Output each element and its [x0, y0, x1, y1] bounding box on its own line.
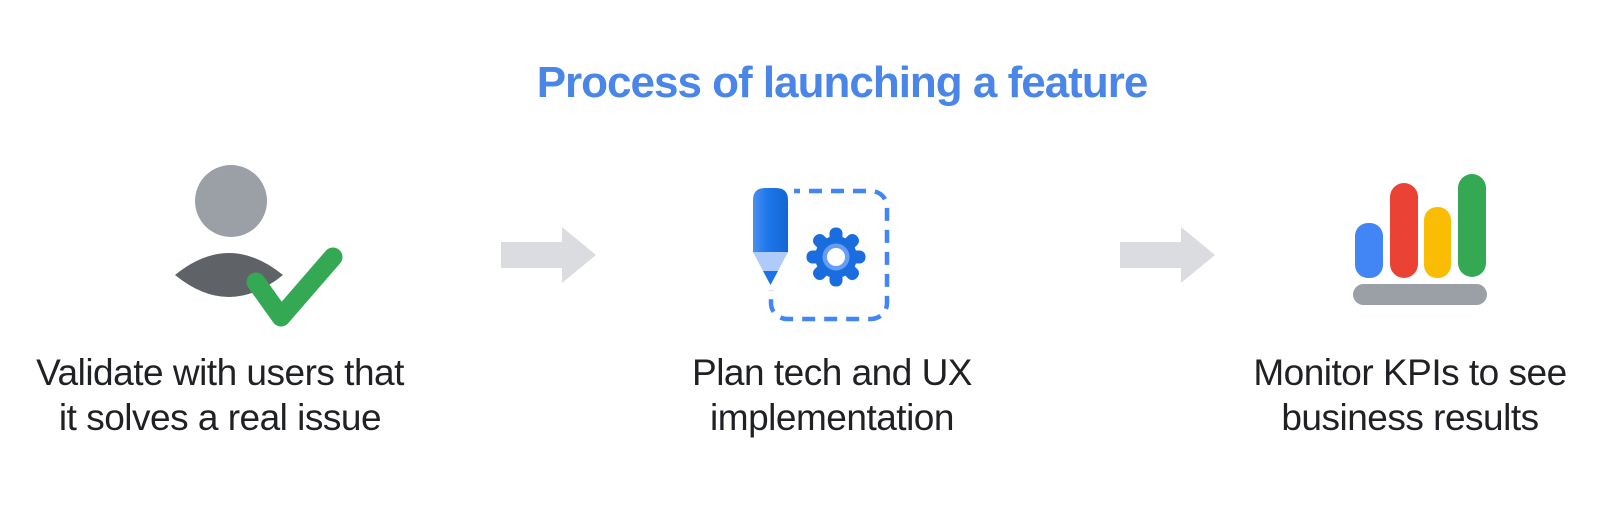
pencil-tip — [763, 271, 778, 285]
caption-line: implementation — [710, 397, 954, 438]
caption-line: Monitor KPIs to see — [1253, 352, 1567, 393]
bar-chart-icon — [1353, 174, 1487, 305]
bar-red — [1390, 183, 1418, 278]
person-head — [195, 165, 267, 237]
check-mark — [246, 247, 343, 327]
step-caption: Validate with users that it solves a rea… — [36, 350, 404, 440]
user-check-icon — [175, 165, 343, 327]
arrow-right-icon — [501, 227, 596, 283]
step-caption: Monitor KPIs to see business results — [1253, 350, 1567, 440]
gear-icon — [806, 227, 866, 287]
pencil-collar — [753, 252, 788, 271]
bar-blue — [1355, 223, 1383, 278]
pencil-body — [753, 188, 788, 252]
pencil-gear-icon — [747, 182, 890, 322]
bar-baseline — [1353, 284, 1487, 305]
caption-line: Plan tech and UX — [692, 352, 972, 393]
arrow-right-icon — [1120, 227, 1215, 283]
caption-line: Validate with users that — [36, 352, 404, 393]
step-caption: Plan tech and UX implementation — [692, 350, 972, 440]
caption-line: business results — [1281, 397, 1539, 438]
caption-line: it solves a real issue — [58, 397, 382, 438]
bar-yellow — [1424, 207, 1451, 278]
page-title: Process of launching a feature — [536, 58, 1149, 107]
bar-green — [1458, 174, 1486, 277]
